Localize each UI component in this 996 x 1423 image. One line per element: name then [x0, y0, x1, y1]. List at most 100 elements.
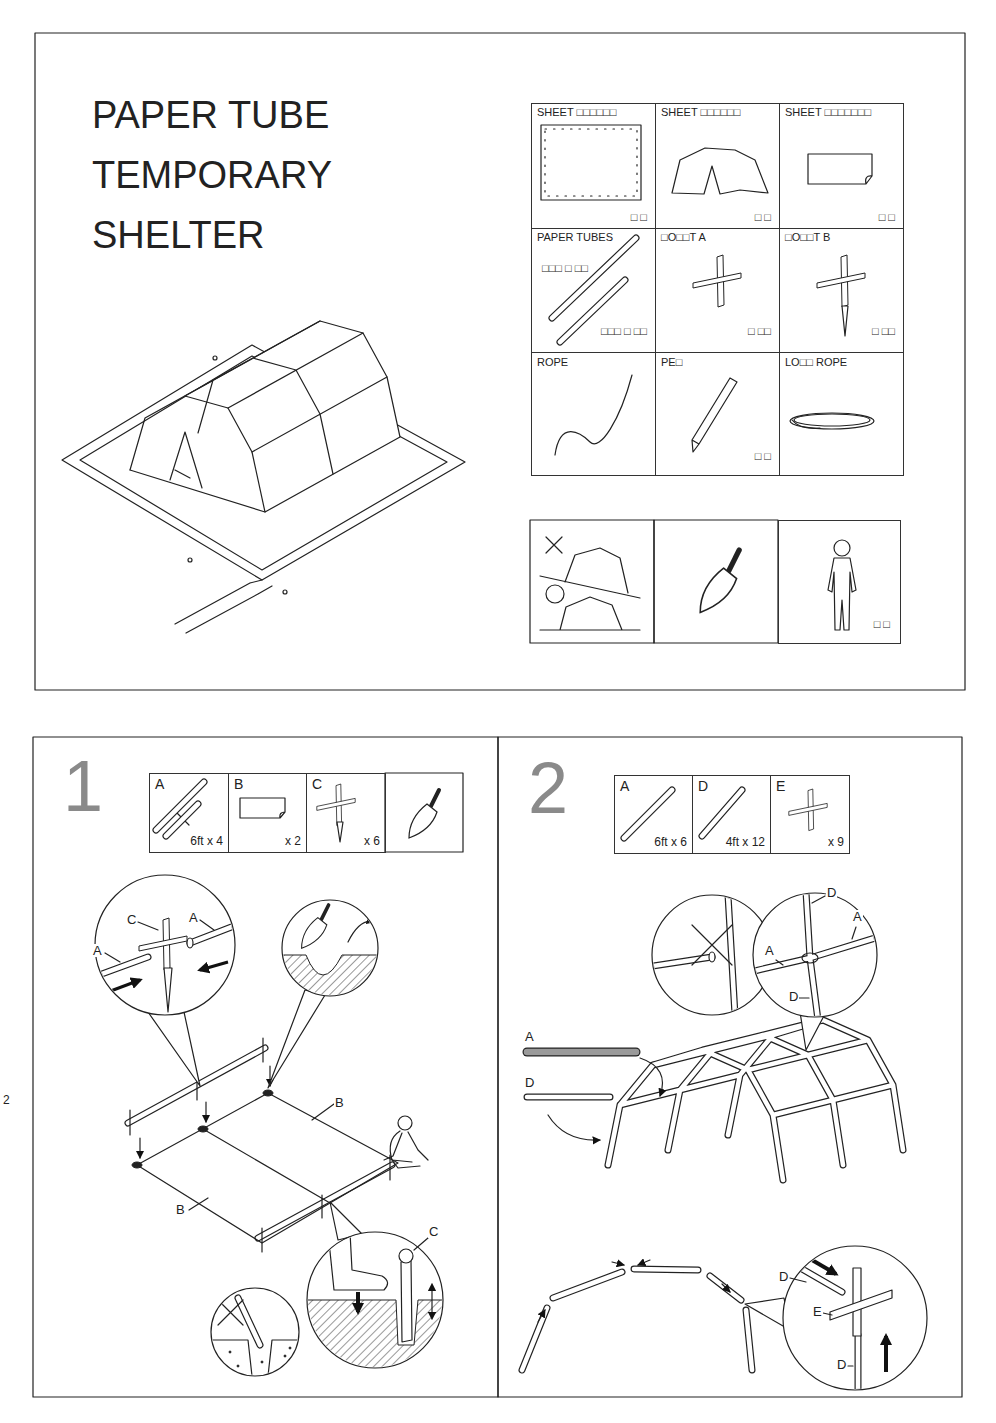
detail-inset [238, 1298, 260, 1345]
part-letter: B [175, 1203, 186, 1216]
parts-icons [546, 585, 564, 603]
part-letter: D [778, 1270, 789, 1283]
parts-icons [700, 550, 739, 612]
parts-icons [834, 540, 850, 556]
part-letter: C [428, 1225, 439, 1238]
detail-inset [414, 1238, 428, 1250]
part-letter: E [812, 1305, 823, 1318]
part-name: B [234, 776, 243, 792]
detail-inset [205, 1340, 305, 1376]
detail-inset [280, 905, 385, 1000]
detail-inset [399, 1249, 413, 1263]
part-name: E [776, 778, 785, 794]
part-name: A [620, 778, 629, 794]
part-letter: 2 [2, 1094, 11, 1106]
paper-tube [527, 1049, 636, 1056]
part-cell: SHEET □□□□□□ □ □ [531, 103, 656, 229]
detail-inset [884, 1336, 888, 1372]
part-cell: Ex 9 [770, 775, 850, 854]
detail-inset [750, 892, 885, 1020]
parts-icons [177, 125, 874, 852]
part-name: D [698, 778, 708, 794]
part-cell: LO□□ ROPE [779, 352, 904, 476]
part-letter: B [334, 1096, 345, 1109]
part-note: x 9 [828, 836, 844, 850]
detail-inset [305, 1300, 445, 1370]
parts-icons [540, 597, 640, 630]
step-number: 1 [62, 750, 104, 822]
detail-inset [692, 925, 732, 965]
part-cell: SHEET □□□□□□□□ □ [779, 103, 904, 229]
part-cell: Bx 2 [228, 773, 307, 853]
detail-inset [812, 1260, 836, 1274]
detail-inset [750, 892, 885, 1020]
part-cell: A 6ft x 6 [614, 775, 693, 854]
part-note: □□□ □ □□ [542, 262, 588, 275]
panel-frame [33, 33, 965, 1397]
part-letter: C [126, 913, 137, 926]
detail-inset [800, 1012, 826, 1050]
parts-icons [692, 378, 737, 452]
part-note: 6ft x 6 [654, 836, 687, 850]
part-note: □ □ [755, 211, 771, 224]
ground-sheet [139, 1138, 140, 1158]
part-letter: D [788, 990, 799, 1003]
parts-icons [317, 784, 355, 826]
parts-icons [555, 375, 632, 455]
panel-frame [35, 33, 965, 690]
paper-tube [527, 1048, 636, 1057]
parts-icons [541, 125, 641, 200]
detail-inset [431, 1287, 432, 1316]
ground-sheet [384, 1131, 428, 1168]
detail-inset [302, 905, 329, 948]
assembly-arrow [612, 1262, 624, 1265]
part-note: □ □□ [748, 325, 771, 338]
ground-sheet [189, 1104, 334, 1210]
shelter-illustration [283, 590, 287, 594]
parts-icons [540, 537, 640, 598]
detail-inset [164, 968, 172, 1012]
part-name: □O□□T A [661, 231, 706, 244]
detail-inset [802, 953, 818, 963]
detail-inset [229, 1351, 231, 1353]
part-note: x 6 [364, 835, 380, 849]
part-note: □ □□ [872, 325, 895, 338]
part-name: LO□□ ROPE [785, 356, 847, 369]
part-cell: SHEET □□□□□□□ □ [655, 103, 780, 229]
parts-icons [789, 789, 827, 831]
detail-inset [95, 875, 235, 1015]
detail-inset [830, 1290, 892, 1320]
page-title: PAPER TUBE TEMPORARY SHELTER [92, 85, 392, 265]
detail-inset [200, 962, 228, 970]
detail-inset [640, 895, 735, 1015]
detail-inset [237, 1365, 239, 1367]
detail-inset [348, 921, 374, 942]
part-letter: A [92, 944, 103, 957]
part-name: ROPE [537, 356, 568, 369]
part-letter: A [764, 944, 775, 957]
part-note: □ □ [631, 211, 647, 224]
part-note: □ □ [879, 211, 895, 224]
part-name: C [312, 776, 322, 792]
part-name: PAPER TUBES [537, 231, 613, 244]
part-name: SHEET □□□□□□ [537, 106, 616, 119]
part-note: 6ft x 4 [190, 835, 223, 849]
shelter-illustration [130, 321, 387, 512]
detail-inset [790, 1262, 858, 1400]
detail-inset [709, 952, 715, 962]
detail-inset [305, 1232, 445, 1370]
parts-icons [794, 414, 870, 426]
detail-inset [268, 990, 325, 1088]
detail-inset [328, 1232, 388, 1290]
paper-tube [128, 238, 903, 1370]
shelter-illustration [188, 558, 192, 562]
detail-inset [776, 896, 856, 998]
ground-sheet [137, 1093, 398, 1243]
part-cell: D4ft x 12 [692, 775, 771, 854]
part-cell: □O□□T B□ □□ [779, 228, 904, 353]
panel-frame [33, 737, 498, 1397]
assembly-arrow [538, 1058, 730, 1322]
parts-icons [409, 790, 439, 838]
